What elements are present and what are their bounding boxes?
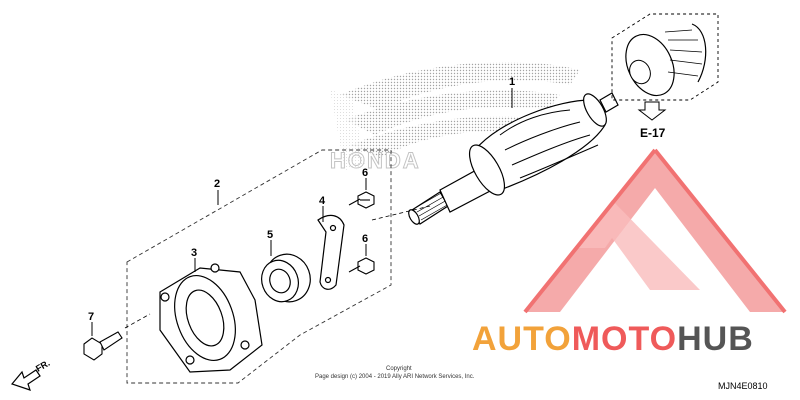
callout-1: 1 xyxy=(509,76,515,88)
gear-reference-box: E-17 xyxy=(611,13,719,140)
callout-4: 4 xyxy=(319,195,326,207)
bearing-part-5 xyxy=(261,253,311,303)
callout-2: 2 xyxy=(214,178,220,190)
front-direction-label: FR. xyxy=(34,358,52,374)
bolt-part-6-lower xyxy=(348,257,375,275)
copyright-line-2: Page design (c) 2004 - 2019 Ally ARI Net… xyxy=(315,374,475,380)
reference-e17-label: E-17 xyxy=(640,126,666,140)
plate-part-4 xyxy=(317,214,345,290)
bolt-part-7 xyxy=(83,331,123,361)
svg-text:AUTOMOTOHUB: AUTOMOTOHUB xyxy=(472,320,754,358)
assembly-outline-2 xyxy=(126,149,392,384)
wordmark-auto: AUTO xyxy=(472,320,572,358)
bolt-part-6-upper xyxy=(348,191,375,209)
callout-5: 5 xyxy=(267,229,273,241)
automotohub-logo-mark xyxy=(523,148,787,314)
honda-brand-text: HONDA xyxy=(330,148,421,173)
callout-7: 7 xyxy=(88,311,94,323)
front-direction-arrow: FR. xyxy=(10,358,52,391)
copyright-line-1: Copyright xyxy=(386,366,412,372)
wordmark-moto: MOTO xyxy=(572,320,677,358)
housing-part-3 xyxy=(159,263,263,373)
honda-wing-logo: HONDA xyxy=(330,62,580,174)
part-code-label: MJN4E0810 xyxy=(718,381,768,391)
main-shaft-part-1 xyxy=(408,92,619,225)
wordmark-hub: HUB xyxy=(677,320,754,358)
callout-3: 3 xyxy=(191,247,197,259)
callout-6-lower: 6 xyxy=(362,233,368,245)
automotohub-wordmark: AUTOMOTOHUB xyxy=(472,320,754,358)
callout-6-upper: 6 xyxy=(362,167,368,179)
